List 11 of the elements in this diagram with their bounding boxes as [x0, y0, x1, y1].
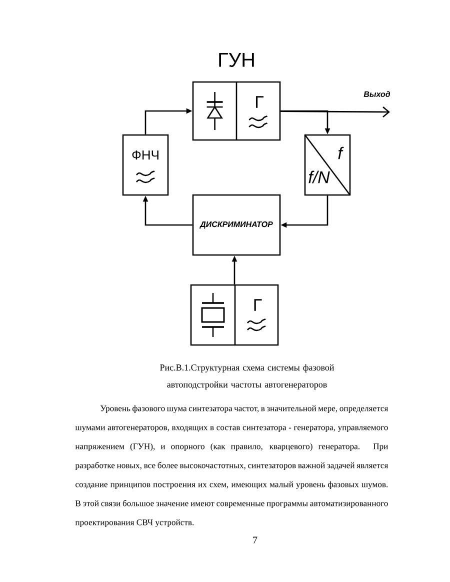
discriminator-box: ДИСКРИМИНАТОР: [192, 194, 281, 256]
arrow: [280, 106, 390, 118]
page-number: 7: [253, 536, 258, 544]
reference-oscillator-block: Г: [190, 284, 279, 346]
figure-caption: Рис.В.1.Структурная схема системы фазовой автоподстройки частоты автогенераторов: [160, 364, 334, 390]
body-paragraph: Уровень фазового шума синтезатора частот, в значительной мере, определяется шумами автогенераторов, входящих в состав синтезатора - генератора, управляемого напряжением (ГУН), и опорного (как правило, кварцевого) генератора. При разработке новых, все более высокочастотных, синтезаторов важной задачей является создание принципов построения их схем, имеющих малый уровень фазовых шумов. В этой связи большое значение имеют современные программы автоматизированного проектирования СВЧ устройств.: [75, 405, 388, 528]
filter-box: ФНЧ: [122, 134, 169, 196]
edge-label: Выход: [364, 91, 390, 97]
block-title: ГУН: [219, 53, 254, 67]
oscillator-block: ГУН Г: [192, 53, 281, 141]
divider-box: f f/N: [304, 134, 351, 196]
